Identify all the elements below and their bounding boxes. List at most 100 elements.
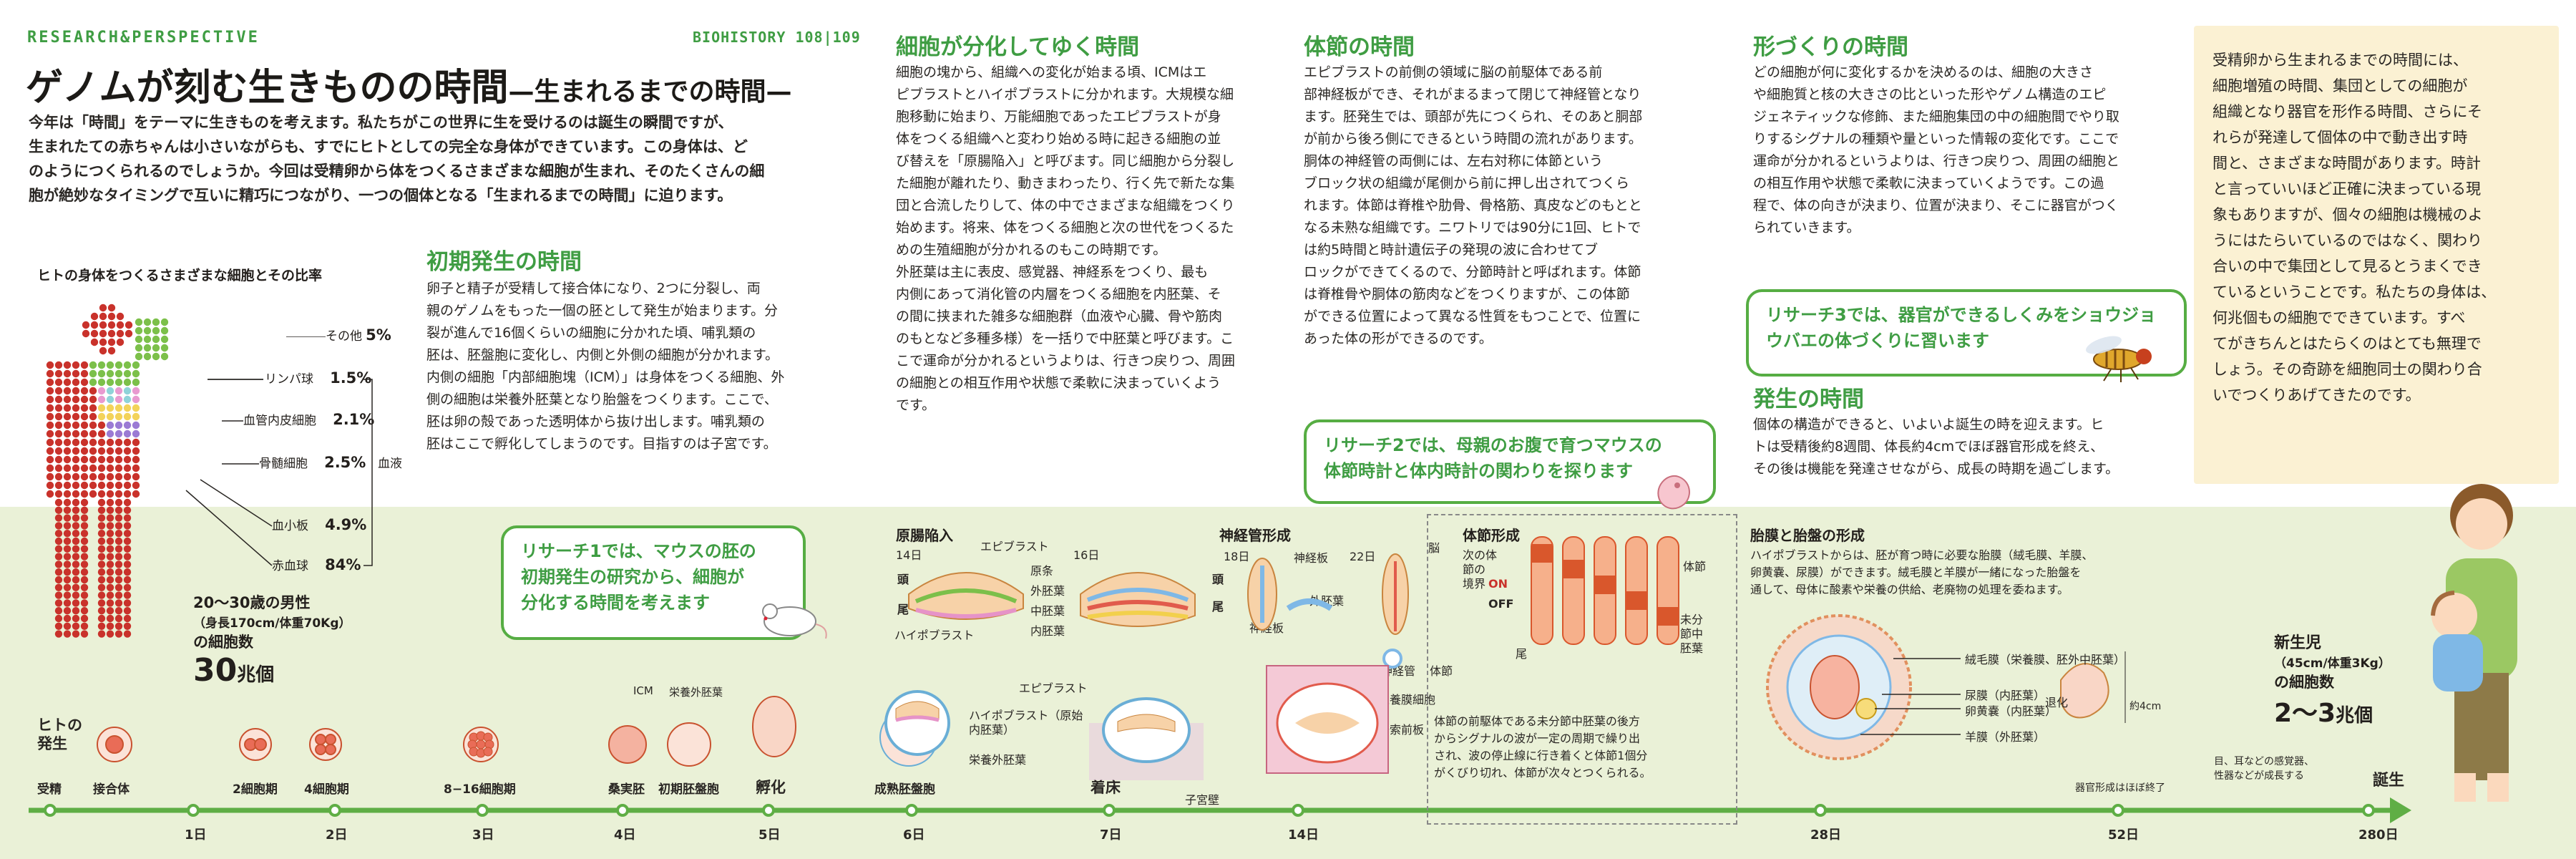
cell-dot (99, 312, 107, 321)
cell-dot (99, 338, 107, 346)
cell-dot (54, 537, 63, 545)
cell-dot (97, 630, 106, 638)
neural-tail: 尾 (1212, 600, 1224, 613)
timeline-tick (44, 804, 57, 817)
body-line: どの細胞が何に変化するかを決めるのは、細胞の大きさ (1753, 64, 2094, 80)
gastrulation-endoderm: 内胚葉 (1030, 624, 1065, 638)
cell-dot (80, 522, 89, 530)
cell-dot (90, 338, 99, 346)
cell-dot (99, 329, 107, 338)
cell-dot (114, 614, 123, 623)
cell-dot (72, 421, 80, 430)
intro-line: 今年は「時間」をテーマに生きものを考えます。私たちがこの世界に生を受けるのは誕生… (29, 114, 733, 131)
cell-dot (99, 321, 107, 329)
next-line: 次の体 (1463, 548, 1498, 562)
mouse-icon (762, 603, 827, 639)
body-line: が前から後ろ側にできるという時間の流れがあります。 (1304, 131, 1642, 147)
membrane-line: 卵黄嚢、尿膜）ができます。絨毛膜と羊膜が一緒になった胎盤を (1750, 566, 2082, 579)
cell-dot (54, 438, 63, 447)
stage-2cell: 2細胞期 (233, 782, 278, 797)
caption-line: からシグナルの波が一定の周期で繰り出 (1434, 732, 1641, 745)
cell-dot (132, 481, 140, 490)
cell-dot (97, 545, 106, 553)
page-numbers: BIOHISTORY 108|109 (693, 29, 861, 46)
research2-callout: リサーチ2では、母親のお腹で育つマウスの 体節時計と体内時計の関わりを探ります (1304, 419, 1716, 504)
segmentation-wave (1626, 591, 1647, 610)
cell-dot (46, 395, 54, 404)
cell-dot (123, 472, 132, 481)
cell-dot (89, 361, 97, 369)
body-line: の相互作用や状態で柔軟に決まっていくようです。この過 (1753, 175, 2104, 191)
cell-dot (132, 430, 140, 438)
body-line: の間に挟まれた雑多な細胞群（血液や心臓、骨や筋肉 (896, 309, 1223, 324)
cell-dot (63, 576, 72, 584)
body-line: その後は機能を発達させながら、成長の時期を過ごします。 (1753, 461, 2119, 477)
unseg-line: 節中 (1680, 627, 1704, 641)
page-title: ゲノムが刻む生きものの時間—生まれるまでの時間— (26, 57, 791, 111)
cell-dot (72, 498, 80, 507)
gastrulation-streak: 原条 (1030, 564, 1054, 578)
body-line: ジェネティックな修飾、また細胞集団の中の細胞間でやり取 (1753, 109, 2119, 125)
cell-dot (123, 545, 132, 553)
segmentation-diagram (1531, 536, 1679, 645)
cell-dot (106, 404, 114, 412)
next-line: 節の (1463, 563, 1486, 576)
neural-plate-label: 神経板 (1294, 551, 1329, 565)
cell-dot (114, 591, 123, 599)
cell-dot (63, 361, 72, 369)
cell-dot (80, 438, 89, 447)
cell-dot (132, 369, 140, 378)
icm-label: ICM (633, 684, 653, 697)
segmentation-wave (1531, 544, 1553, 563)
body-line: 運命が分かれるというよりは、行きつ戻りつ、周囲の細胞と (1753, 153, 2120, 169)
cell-dot (54, 430, 63, 438)
cell-dot (63, 404, 72, 412)
body-line: の細胞との相互作用や状態で柔軟に決まっていくよう (896, 375, 1221, 391)
cell-dot (125, 321, 133, 329)
neural-day18: 18日 (1224, 550, 1250, 563)
morula-cell (476, 739, 486, 749)
callout-line: 体節時計と体内時計の関わりを探ります (1324, 461, 1633, 481)
cell-dot (114, 576, 123, 584)
cell-dot (72, 369, 80, 378)
cell-dot (46, 472, 54, 481)
cell-dot (132, 412, 140, 421)
cell-dot (63, 506, 72, 514)
timeline-tick (616, 804, 629, 817)
cell-dot (123, 481, 132, 490)
cell-dot (114, 530, 123, 538)
cell-dot (63, 514, 72, 522)
cell-dot (132, 387, 140, 395)
cell-dot (106, 614, 114, 623)
summary-line: と言っていいほど正確に決まっている現 (2212, 180, 2482, 198)
cell-dot (63, 421, 72, 430)
section-title-early: 初期発生の時間 (426, 249, 582, 275)
timeline-tick (2112, 804, 2124, 817)
cell-dot (106, 464, 114, 472)
cell-dot (80, 599, 89, 607)
unseg-line: 未分 (1680, 613, 1704, 626)
tick-day52: 52日 (2108, 828, 2140, 843)
cell-dot (116, 329, 125, 338)
cell-dot (97, 481, 106, 490)
cell-dot (97, 455, 106, 464)
newborn-count-label: の細胞数 (2274, 674, 2334, 691)
section-title-differentiation: 細胞が分化してゆく時間 (896, 34, 1140, 60)
cell-dot (72, 395, 80, 404)
cell-dot (63, 481, 72, 490)
cell-dot (72, 455, 80, 464)
cell-dot (72, 438, 80, 447)
cell-dot (114, 412, 123, 421)
cell-dot (106, 472, 114, 481)
cell-dot (72, 583, 80, 591)
cell-dot (107, 346, 116, 355)
cell-dot (54, 361, 63, 369)
body-line: ピブラストとハイポブラストに分かれます。大規模な細 (896, 87, 1234, 102)
membranes-allantois: 尿膜（内胚葉） (1965, 689, 2046, 702)
membranes-diagram (1766, 614, 2126, 760)
cell-dot (90, 329, 99, 338)
cell-dot (97, 522, 106, 530)
stage-4cell: 4細胞期 (304, 782, 349, 797)
cell-dot (123, 576, 132, 584)
body-line: です。 (896, 397, 936, 413)
